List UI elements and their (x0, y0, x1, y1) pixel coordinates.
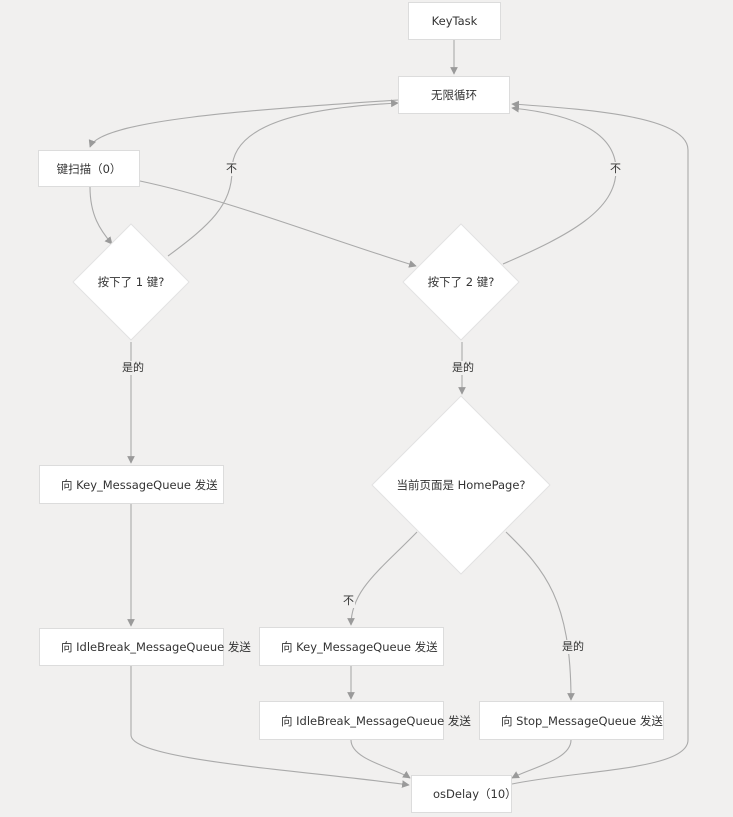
edge-label-no-key1: 不 (226, 162, 238, 176)
node-key-scan-label: 键扫描（0） (56, 161, 122, 176)
node-send-key-mq-left-label: 向 Key_MessageQueue 发送 (61, 477, 218, 492)
edge-key2-no-to-loop (502, 104, 617, 265)
node-send-idle-mq-left: 向 IdleBreak_MessageQueue 发送 (39, 628, 251, 666)
node-infinite-loop-label: 无限循环 (431, 88, 477, 102)
edge-stop-to-delay (511, 739, 572, 779)
edge-label-yes-key2: 是的 (452, 361, 474, 375)
node-send-key-mq-mid: 向 Key_MessageQueue 发送 (259, 627, 444, 666)
edge-idle-mid-to-delay (350, 739, 411, 779)
node-keytask-label: KeyTask (431, 14, 478, 28)
edge-label-yes-key1: 是的 (122, 361, 144, 375)
node-os-delay: osDelay（10） (411, 775, 517, 813)
node-send-idle-mq-mid-label: 向 IdleBreak_MessageQueue 发送 (281, 713, 471, 728)
node-send-stop-mq: 向 Stop_MessageQueue 发送 (479, 701, 664, 740)
edge-label-no-key2: 不 (610, 162, 622, 176)
node-send-key-mq-left: 向 Key_MessageQueue 发送 (39, 465, 224, 504)
node-infinite-loop: 无限循环 (398, 76, 510, 114)
node-send-idle-mq-mid: 向 IdleBreak_MessageQueue 发送 (259, 701, 471, 740)
node-key-scan: 键扫描（0） (38, 150, 140, 187)
decision-key1-label: 按下了 1 键? (97, 275, 165, 289)
decision-homepage-shape (371, 395, 551, 575)
edge-key1-no-to-loop (167, 99, 399, 257)
decision-homepage-label: 当前页面是 HomePage? (396, 478, 526, 492)
decision-key2-shape (402, 223, 520, 341)
decision-homepage: 当前页面是 HomePage? (372, 471, 550, 499)
node-send-idle-mq-left-label: 向 IdleBreak_MessageQueue 发送 (61, 640, 251, 654)
edge-home-yes (505, 531, 575, 701)
edge-scan-to-key2 (139, 180, 417, 268)
edge-label-yes-home: 是的 (562, 640, 584, 654)
node-send-key-mq-mid-label: 向 Key_MessageQueue 发送 (281, 639, 438, 654)
edge-loop-to-scan (88, 99, 399, 148)
node-send-stop-mq-label: 向 Stop_MessageQueue 发送 (501, 713, 663, 728)
decision-key2-label: 按下了 2 键? (427, 275, 495, 289)
edge-home-no (347, 531, 418, 626)
edge-label-no-home: 不 (343, 594, 355, 608)
node-os-delay-label: osDelay（10） (433, 787, 517, 801)
decision-key1: 按下了 1 键? (73, 268, 189, 296)
decision-key1-shape (72, 223, 190, 341)
edge-idle-left-to-delay (130, 666, 410, 788)
decision-key2: 按下了 2 键? (403, 268, 519, 296)
node-keytask: KeyTask (408, 2, 501, 40)
edge-scan-to-key1 (89, 186, 113, 245)
edge-delay-to-loop (511, 100, 689, 785)
